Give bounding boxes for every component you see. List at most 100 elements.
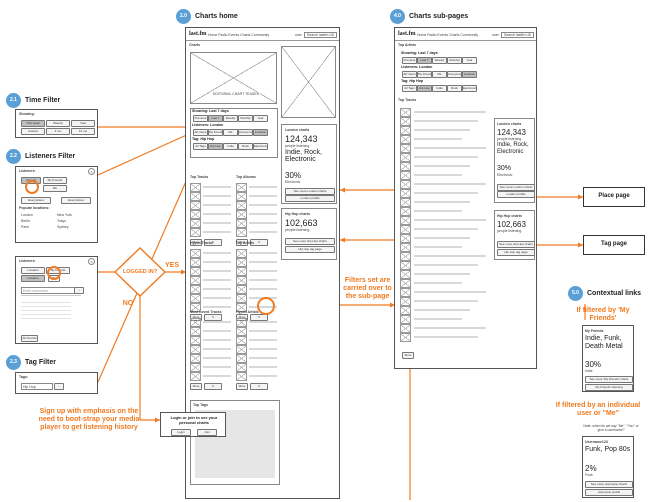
time-option[interactable]: Previous [193,115,208,122]
tag-option[interactable]: All Tags [402,85,417,92]
go-button[interactable]: › [74,287,84,294]
thumbnail[interactable] [400,234,411,243]
thumbnail[interactable] [400,162,411,171]
list-item[interactable] [414,138,462,141]
thumbnail[interactable] [400,144,411,153]
thumbnail[interactable] [400,252,411,261]
thumbnail[interactable] [400,324,411,333]
more-options[interactable]: ▾ [250,239,268,246]
list-item[interactable] [249,357,277,360]
london-profile-button[interactable]: London profile [285,195,335,202]
time-option[interactable]: Weekly [432,57,447,64]
more-options[interactable]: ▾ [204,314,222,321]
thumbnail[interactable] [236,210,247,219]
listener-option[interactable]: My Friends [208,129,223,136]
list-item[interactable] [414,264,478,267]
thumbnail[interactable] [400,261,411,270]
thumbnail[interactable] [236,276,247,285]
thumbnail[interactable] [400,315,411,324]
list-item[interactable] [414,129,470,132]
thumbnail[interactable] [400,243,411,252]
time-option[interactable]: Weekly [223,115,238,122]
friends-list[interactable] [21,299,71,319]
thumbnail[interactable] [400,270,411,279]
hiphop-more-button[interactable]: See more Hip Hop charts [497,241,535,248]
search-input[interactable]: Search lastfm UK [304,32,338,38]
list-item[interactable] [414,183,486,186]
list-item[interactable] [203,252,231,255]
thumbnail[interactable] [190,276,201,285]
tag-select[interactable]: Hip Hop [21,383,53,390]
list-item[interactable] [249,288,277,291]
place-link[interactable]: Berlin [21,219,30,223]
username-search[interactable]: Enter username [21,287,75,294]
list-item[interactable] [414,111,486,114]
tag-option[interactable]: Indie [432,85,447,92]
more-options[interactable]: ▾ [204,239,222,246]
thumbnail[interactable] [400,180,411,189]
listener-option[interactable]: All Users [193,129,208,136]
thumbnail[interactable] [400,108,411,117]
thumbnail[interactable] [400,279,411,288]
close-icon[interactable]: × [88,168,95,175]
main-nav[interactable]: Home Radio Events Charts Community [417,33,479,37]
more-options[interactable]: ▾ [250,314,268,321]
list-item[interactable] [203,375,231,378]
hiphop-tag-button[interactable]: Hip Hop tag page [285,246,335,253]
thumbnail[interactable] [236,228,247,237]
thumbnail[interactable] [190,258,201,267]
more-button[interactable]: More [402,352,414,359]
editorial-teaser[interactable] [190,52,277,104]
list-item[interactable] [249,366,277,369]
time-option[interactable]: Monthly [238,115,253,122]
list-item[interactable] [249,252,277,255]
list-item[interactable] [249,222,277,225]
list-item[interactable] [414,282,462,285]
list-item[interactable] [414,228,478,231]
showing-heading[interactable]: Showing: Last 7 days [401,51,438,55]
list-item[interactable] [203,297,231,300]
more-options[interactable]: ▾ [250,383,268,390]
listener-option[interactable]: Location [21,267,45,274]
tag-heading[interactable]: Tag: Hip Hop [192,137,215,141]
list-item[interactable] [203,195,231,198]
thumbnail[interactable] [236,258,247,267]
thumbnail[interactable] [236,183,247,192]
thumbnail[interactable] [400,171,411,180]
friends-listening-button[interactable]: My Friends' listening [585,384,633,391]
list-item[interactable] [249,270,277,273]
user-profile-button[interactable]: username profile [585,489,633,496]
thumbnail[interactable] [190,183,201,192]
list-item[interactable] [249,261,277,264]
close-icon[interactable]: × [88,258,95,265]
place-link[interactable]: Paris [21,225,29,229]
list-item[interactable] [203,330,231,333]
list-item[interactable] [203,321,231,324]
time-option[interactable]: 12 mo [71,128,95,135]
time-option[interactable]: Last 7 [417,57,432,64]
thumbnail[interactable] [190,318,201,327]
list-item[interactable] [203,366,231,369]
thumbnail[interactable] [190,249,201,258]
hiphop-tag-button[interactable]: Hip Hop tag page [497,249,535,256]
list-item[interactable] [249,279,277,282]
list-item[interactable] [203,204,231,207]
list-item[interactable] [414,174,462,177]
list-item[interactable] [414,309,470,312]
time-option[interactable]: Year [253,115,268,122]
list-item[interactable] [414,273,470,276]
more-button[interactable]: More [236,383,248,390]
list-item[interactable] [203,288,231,291]
list-item[interactable] [249,375,277,378]
time-option[interactable]: Year [71,120,95,127]
login-button[interactable]: Login [171,429,191,436]
tag-option[interactable]: Indie [223,143,238,150]
list-item[interactable] [414,291,486,294]
listener-option[interactable]: Anonymous [238,129,253,136]
list-item[interactable] [414,165,470,168]
main-nav[interactable]: Home Radio Events Charts Community [208,33,270,37]
thumbnail[interactable] [236,294,247,303]
thumbnail[interactable] [400,288,411,297]
listener-option[interactable]: Location [253,129,268,136]
search-input[interactable]: Search lastfm UK [501,32,535,38]
